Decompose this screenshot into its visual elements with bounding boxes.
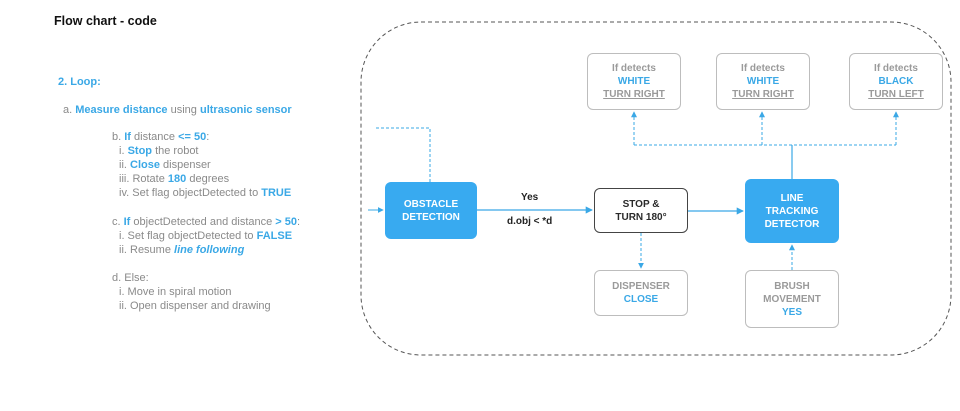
loop-heading: 2. Loop:: [58, 76, 101, 88]
stop-turn-node: STOP &TURN 180°: [594, 188, 688, 233]
step-b-i: i. Stop the robot: [119, 145, 199, 157]
step-c: c. If objectDetected and distance > 50:: [112, 216, 301, 228]
step-d-i: i. Move in spiral motion: [119, 286, 232, 298]
condition-label: d.obj < *d: [507, 216, 553, 227]
page-title: Flow chart - code: [54, 14, 157, 28]
loop-boundary: [360, 21, 952, 356]
step-d-ii: ii. Open dispenser and drawing: [119, 300, 271, 312]
yes-label: Yes: [521, 192, 539, 203]
step-b: b. If distance <= 50:: [112, 131, 210, 143]
step-b-iv: iv. Set flag objectDetected to TRUE: [119, 187, 292, 199]
step-c-ii: ii. Resume line following: [119, 244, 245, 256]
step-b-ii: ii. Close dispenser: [119, 159, 211, 171]
step-b-iii: iii. Rotate 180 degrees: [119, 173, 230, 185]
step-a: a. Measure distance using ultrasonic sen…: [63, 104, 292, 116]
loop-return-arrow: [376, 127, 431, 182]
step-d: d. Else:: [112, 272, 149, 284]
step-c-i: i. Set flag objectDetected to FALSE: [119, 230, 293, 242]
